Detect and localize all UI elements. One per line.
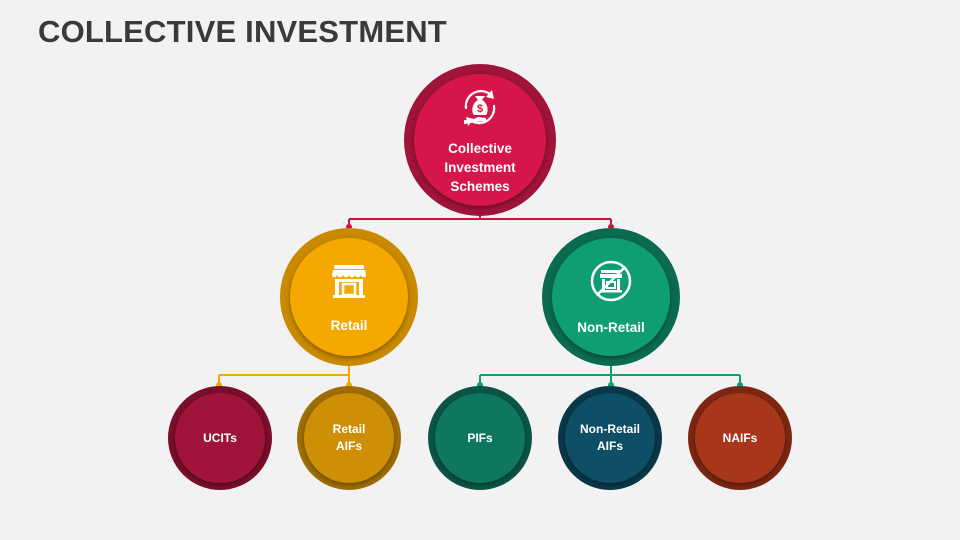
no-storefront-icon [589, 259, 633, 308]
svg-text:$: $ [477, 103, 483, 115]
nonretail-label: Non-Retail [577, 320, 645, 335]
leaf-ucits: UCITs [168, 386, 272, 490]
leaf-label: Non-Retail AIFs [580, 422, 640, 453]
leaf-label: PIFs [467, 430, 493, 445]
root-node: $ Collective Investment Schemes [404, 64, 556, 216]
money-bag-hand-cycle-icon: $ [456, 84, 504, 135]
leaf-nonretail-aifs: Non-Retail AIFs [558, 386, 662, 490]
leaf-label: Retail AIFs [332, 422, 366, 453]
storefront-icon [329, 261, 369, 306]
retail-label: Retail [330, 318, 368, 333]
retail-connector [218, 366, 350, 386]
leaf-pifs: PIFs [428, 386, 532, 490]
root-label: Collective Investment Schemes [444, 141, 516, 194]
nonretail-node: Non-Retail [542, 228, 680, 366]
retail-node: Retail [280, 228, 418, 366]
leaf-label: UCITs [203, 430, 237, 445]
leaf-naifs: NAIFs [688, 386, 792, 490]
leaf-retail-aifs: Retail AIFs [297, 386, 401, 490]
page-title: COLLECTIVE INVESTMENT [38, 14, 447, 49]
leaf-label: NAIFs [722, 430, 758, 445]
